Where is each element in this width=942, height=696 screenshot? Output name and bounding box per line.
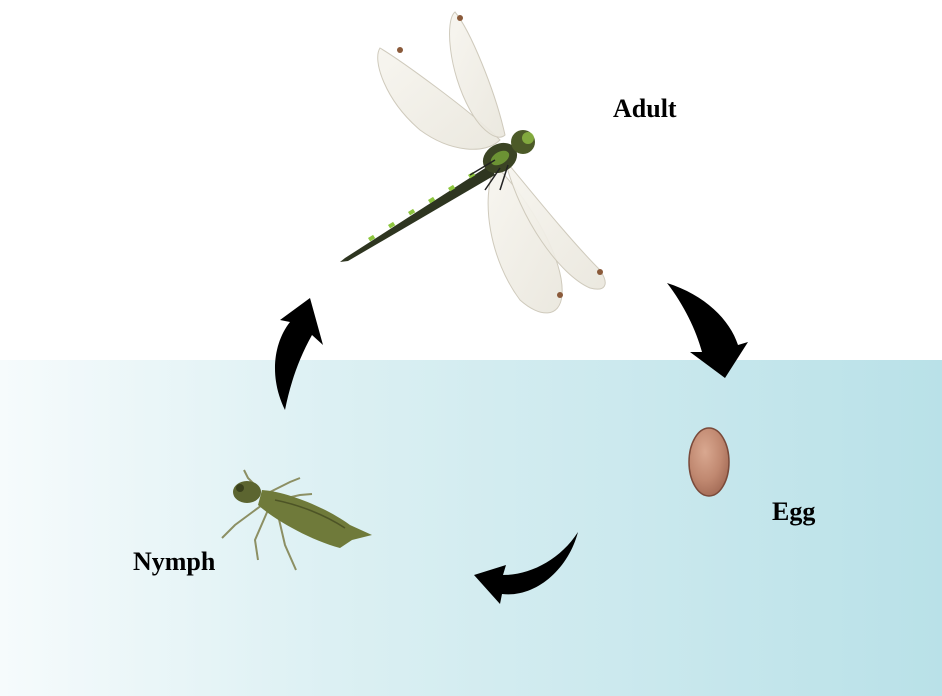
stage-label-nymph: Nymph bbox=[133, 547, 215, 577]
water-area bbox=[0, 360, 942, 696]
stage-label-egg: Egg bbox=[772, 497, 815, 527]
stage-label-adult: Adult bbox=[613, 94, 677, 124]
egg-icon bbox=[689, 428, 729, 496]
dragonfly-adult-icon bbox=[340, 12, 605, 313]
